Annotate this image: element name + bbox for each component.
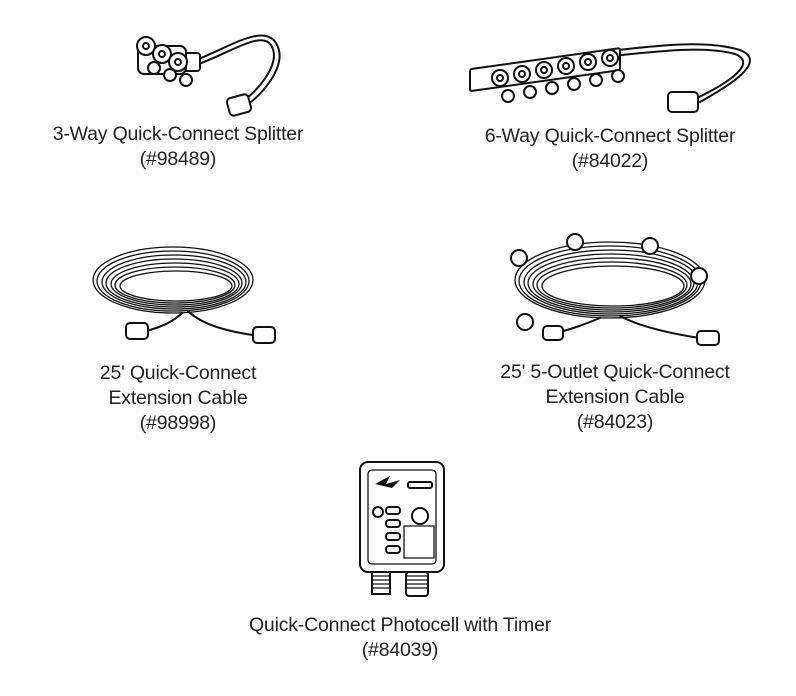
product-sku: (#84022) — [571, 150, 649, 172]
product-name-line: Extension Cable — [545, 386, 685, 408]
three-way-splitter-icon — [136, 34, 281, 117]
photocell-timer-icon — [359, 461, 445, 597]
product-sku: (#84039) — [361, 639, 439, 661]
extension-cable-icon — [92, 246, 276, 344]
five-outlet-cable-icon — [510, 233, 720, 346]
product-sku: (#84023) — [576, 411, 654, 433]
product-name-line: Extension Cable — [108, 387, 248, 409]
product-6-way-splitter: 6-Way Quick-Connect Splitter (#84022) — [440, 30, 780, 174]
product-sku: (#98489) — [139, 148, 217, 170]
product-name-line: 25' 5-Outlet Quick-Connect — [500, 361, 730, 383]
product-5-outlet-cable: 25' 5-Outlet Quick-Connect Extension Cab… — [460, 228, 770, 435]
product-name: 3-Way Quick-Connect Splitter — [52, 123, 304, 145]
six-way-splitter-icon — [469, 43, 751, 113]
product-photocell-timer: Quick-Connect Photocell with Timer (#840… — [210, 458, 590, 663]
product-name: Quick-Connect Photocell with Timer — [248, 614, 552, 636]
product-name-line: 25' Quick-Connect — [99, 362, 257, 384]
product-extension-cable: 25' Quick-Connect Extension Cable (#9899… — [58, 235, 298, 436]
product-3-way-splitter: 3-Way Quick-Connect Splitter (#98489) — [18, 18, 338, 172]
product-sku: (#98998) — [139, 412, 217, 434]
product-name: 6-Way Quick-Connect Splitter — [484, 125, 736, 147]
